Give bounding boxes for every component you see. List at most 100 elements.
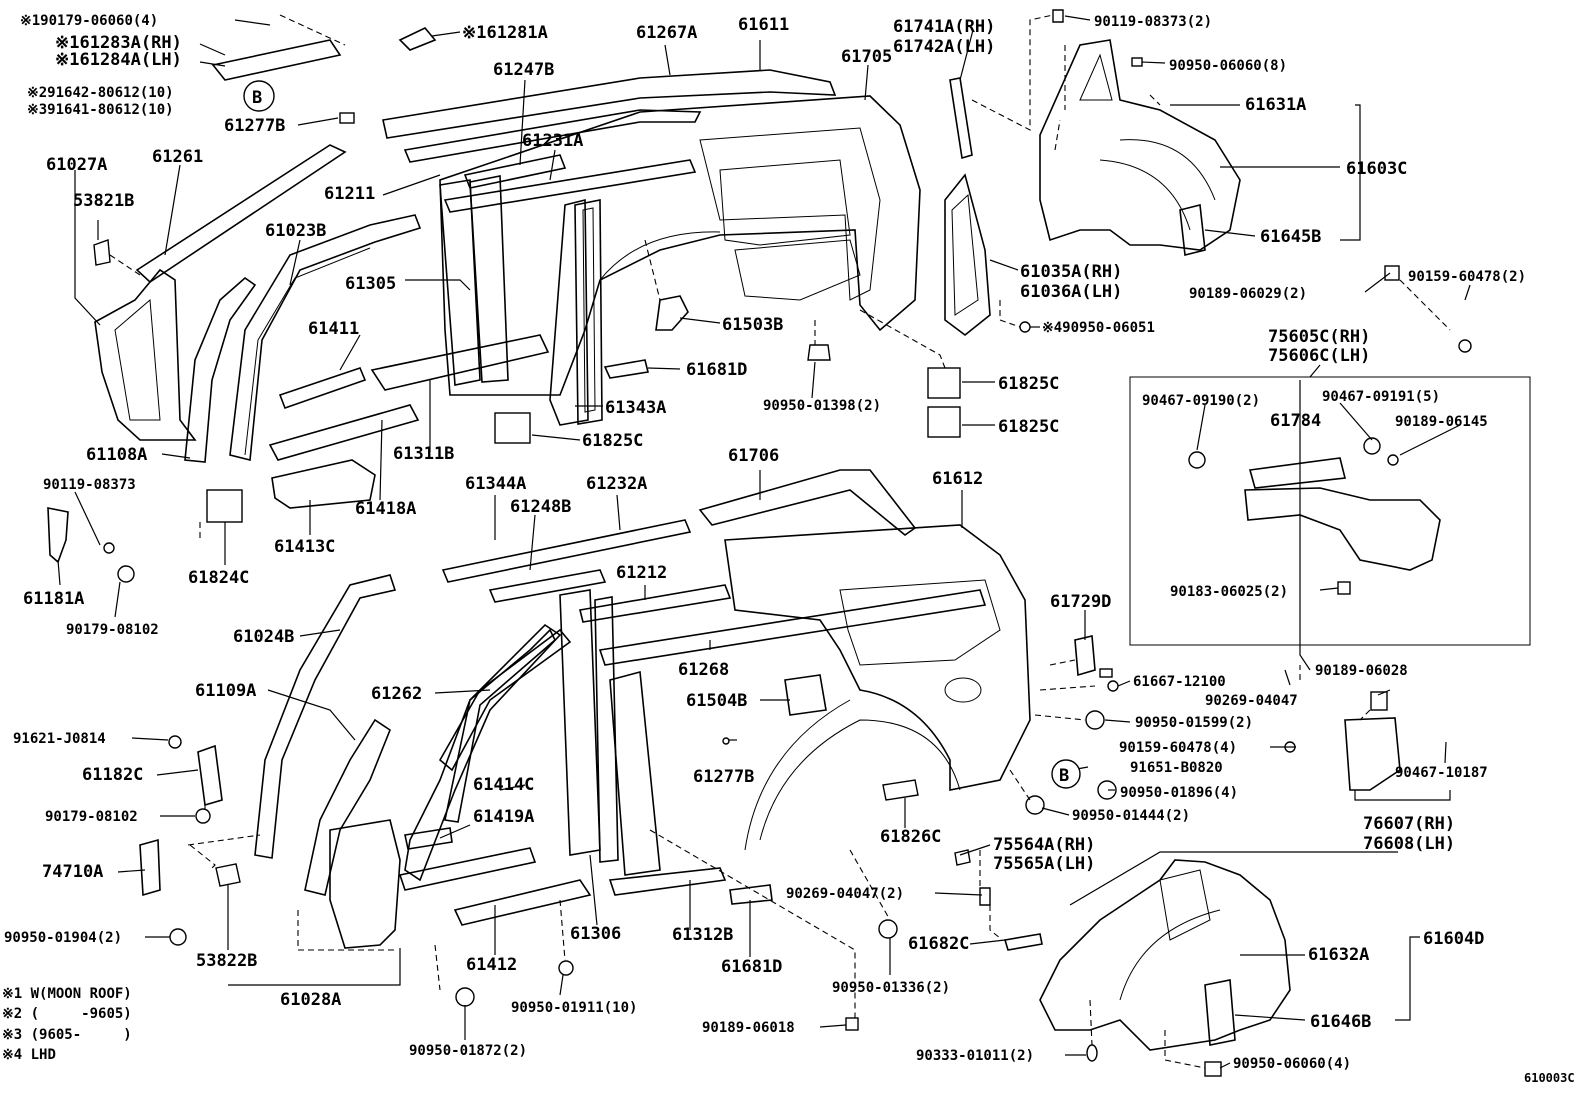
label-76607-rh: 76607(RH) bbox=[1363, 814, 1455, 834]
label-61413c: 61413C bbox=[274, 537, 335, 557]
label-61306: 61306 bbox=[570, 924, 621, 944]
label-90159-60478-2: 90159-60478(2) bbox=[1408, 269, 1526, 285]
label-61343a: 61343A bbox=[605, 398, 666, 418]
label-75565a-lh: 75565A(LH) bbox=[993, 854, 1095, 874]
footnote-4: ※4 LHD bbox=[2, 1047, 56, 1063]
label-90950-01896: 90950-01896(4) bbox=[1120, 785, 1238, 801]
label-61682c: 61682C bbox=[908, 934, 969, 954]
label-61344a: 61344A bbox=[465, 474, 526, 494]
label-90179-08102-lower: 90179-08102 bbox=[45, 809, 138, 825]
label-61825c-a: 61825C bbox=[998, 374, 1059, 394]
label-90950-01904: 90950-01904(2) bbox=[4, 930, 122, 946]
label-61646b: 61646B bbox=[1310, 1012, 1371, 1032]
label-90269-04047: 90269-04047 bbox=[1205, 693, 1298, 709]
label-61825c-c: 61825C bbox=[582, 431, 643, 451]
label-diagram-code: 610003C bbox=[1524, 1071, 1575, 1085]
label-61503b: 61503B bbox=[722, 315, 783, 335]
label-90183-06025: 90183-06025(2) bbox=[1170, 584, 1288, 600]
label-61312b: 61312B bbox=[672, 925, 733, 945]
label-61667-12100: 61667-12100 bbox=[1133, 674, 1226, 690]
label-61182c: 61182C bbox=[82, 765, 143, 785]
lower-side-panel-assembly bbox=[139, 469, 1401, 1077]
label-61268: 61268 bbox=[678, 660, 729, 680]
label-91621-j0814: 91621-J0814 bbox=[13, 731, 106, 747]
label-75606c-lh: 75606C(LH) bbox=[1268, 346, 1370, 366]
label-90467-09191: 90467-09191(5) bbox=[1322, 389, 1440, 405]
label-61681d-lower: 61681D bbox=[721, 957, 782, 977]
callout-b-lower: B bbox=[1051, 759, 1081, 789]
label-61248b: 61248B bbox=[510, 497, 571, 517]
label-61603c: 61603C bbox=[1346, 159, 1407, 179]
label-91651-b0820: 91651-B0820 bbox=[1130, 760, 1223, 776]
label-76608-lh: 76608(LH) bbox=[1363, 834, 1455, 854]
label-90467-10187: 90467-10187 bbox=[1395, 765, 1488, 781]
dashed-alignment-lines bbox=[109, 14, 1451, 1069]
label-61611: 61611 bbox=[738, 15, 789, 35]
label-90189-06145: 90189-06145 bbox=[1395, 414, 1488, 430]
label-61631a: 61631A bbox=[1245, 95, 1306, 115]
label-61824c: 61824C bbox=[188, 568, 249, 588]
label-61231a: 61231A bbox=[522, 131, 583, 151]
label-note1-clip-90179-06060: ※190179-06060(4) bbox=[20, 13, 158, 29]
label-61036a-lh: 61036A(LH) bbox=[1020, 282, 1122, 302]
label-91641-80612: ※391641-80612(10) bbox=[27, 102, 174, 118]
label-61181a: 61181A bbox=[23, 589, 84, 609]
label-90950-01872: 90950-01872(2) bbox=[409, 1043, 527, 1059]
label-90119-08373: 90119-08373 bbox=[43, 477, 136, 493]
label-90269-04047-2: 90269-04047(2) bbox=[786, 886, 904, 902]
callout-b-upper: B bbox=[243, 80, 275, 112]
label-61261: 61261 bbox=[152, 147, 203, 167]
label-90950-01336: 90950-01336(2) bbox=[832, 980, 950, 996]
label-61632a: 61632A bbox=[1308, 945, 1369, 965]
label-61742a-lh: 61742A(LH) bbox=[893, 37, 995, 57]
label-61267a: 61267A bbox=[636, 23, 697, 43]
footnote-3: ※3 (9605- ) bbox=[2, 1027, 132, 1043]
label-61604d: 61604D bbox=[1423, 929, 1484, 949]
label-61612: 61612 bbox=[932, 469, 983, 489]
label-61281a: ※161281A bbox=[462, 23, 548, 43]
label-61109a: 61109A bbox=[195, 681, 256, 701]
label-61212: 61212 bbox=[616, 563, 667, 583]
label-61024b: 61024B bbox=[233, 627, 294, 647]
label-61741a-rh: 61741A(RH) bbox=[893, 17, 995, 37]
label-61262: 61262 bbox=[371, 684, 422, 704]
label-90950-06051: ※490950-06051 bbox=[1042, 320, 1155, 336]
label-74710a: 74710A bbox=[42, 862, 103, 882]
label-90950-01444: 90950-01444(2) bbox=[1072, 808, 1190, 824]
label-90179-08102-upper: 90179-08102 bbox=[66, 622, 159, 638]
label-90950-06060-4: 90950-06060(4) bbox=[1233, 1056, 1351, 1072]
label-75605c-rh: 75605C(RH) bbox=[1268, 327, 1370, 347]
label-61035a-rh: 61035A(RH) bbox=[1020, 262, 1122, 282]
label-61705: 61705 bbox=[841, 47, 892, 67]
label-61826c: 61826C bbox=[880, 827, 941, 847]
label-61277b-upper: 61277B bbox=[224, 116, 285, 136]
label-61108a: 61108A bbox=[86, 445, 147, 465]
label-75564a-rh: 75564A(RH) bbox=[993, 835, 1095, 855]
label-90950-01398: 90950-01398(2) bbox=[763, 398, 881, 414]
label-61504b: 61504B bbox=[686, 691, 747, 711]
footnote-2: ※2 ( -9605) bbox=[2, 1006, 132, 1022]
label-61825c-b: 61825C bbox=[998, 417, 1059, 437]
label-61419a: 61419A bbox=[473, 807, 534, 827]
label-90159-60478-4: 90159-60478(4) bbox=[1119, 740, 1237, 756]
label-90950-01599: 90950-01599(2) bbox=[1135, 715, 1253, 731]
label-61411: 61411 bbox=[308, 319, 359, 339]
upper-side-panel-assembly bbox=[47, 9, 1472, 583]
label-90189-06018: 90189-06018 bbox=[702, 1020, 795, 1036]
label-61277b-lower: 61277B bbox=[693, 767, 754, 787]
label-61028a: 61028A bbox=[280, 990, 341, 1010]
label-61023b: 61023B bbox=[265, 221, 326, 241]
label-61311b: 61311B bbox=[393, 444, 454, 464]
label-61027a: 61027A bbox=[46, 155, 107, 175]
label-90467-09190: 90467-09190(2) bbox=[1142, 393, 1260, 409]
leader-lines bbox=[57, 15, 1471, 1069]
label-61729d: 61729D bbox=[1050, 592, 1111, 612]
label-90950-01911: 90950-01911(10) bbox=[511, 1000, 637, 1016]
label-53821b: 53821B bbox=[73, 191, 134, 211]
label-61784: 61784 bbox=[1270, 411, 1321, 431]
callout-b-letter: B bbox=[252, 88, 262, 108]
label-61414c: 61414C bbox=[473, 775, 534, 795]
label-61305: 61305 bbox=[345, 274, 396, 294]
label-90119-08373-top: 90119-08373(2) bbox=[1094, 14, 1212, 30]
label-61706: 61706 bbox=[728, 446, 779, 466]
